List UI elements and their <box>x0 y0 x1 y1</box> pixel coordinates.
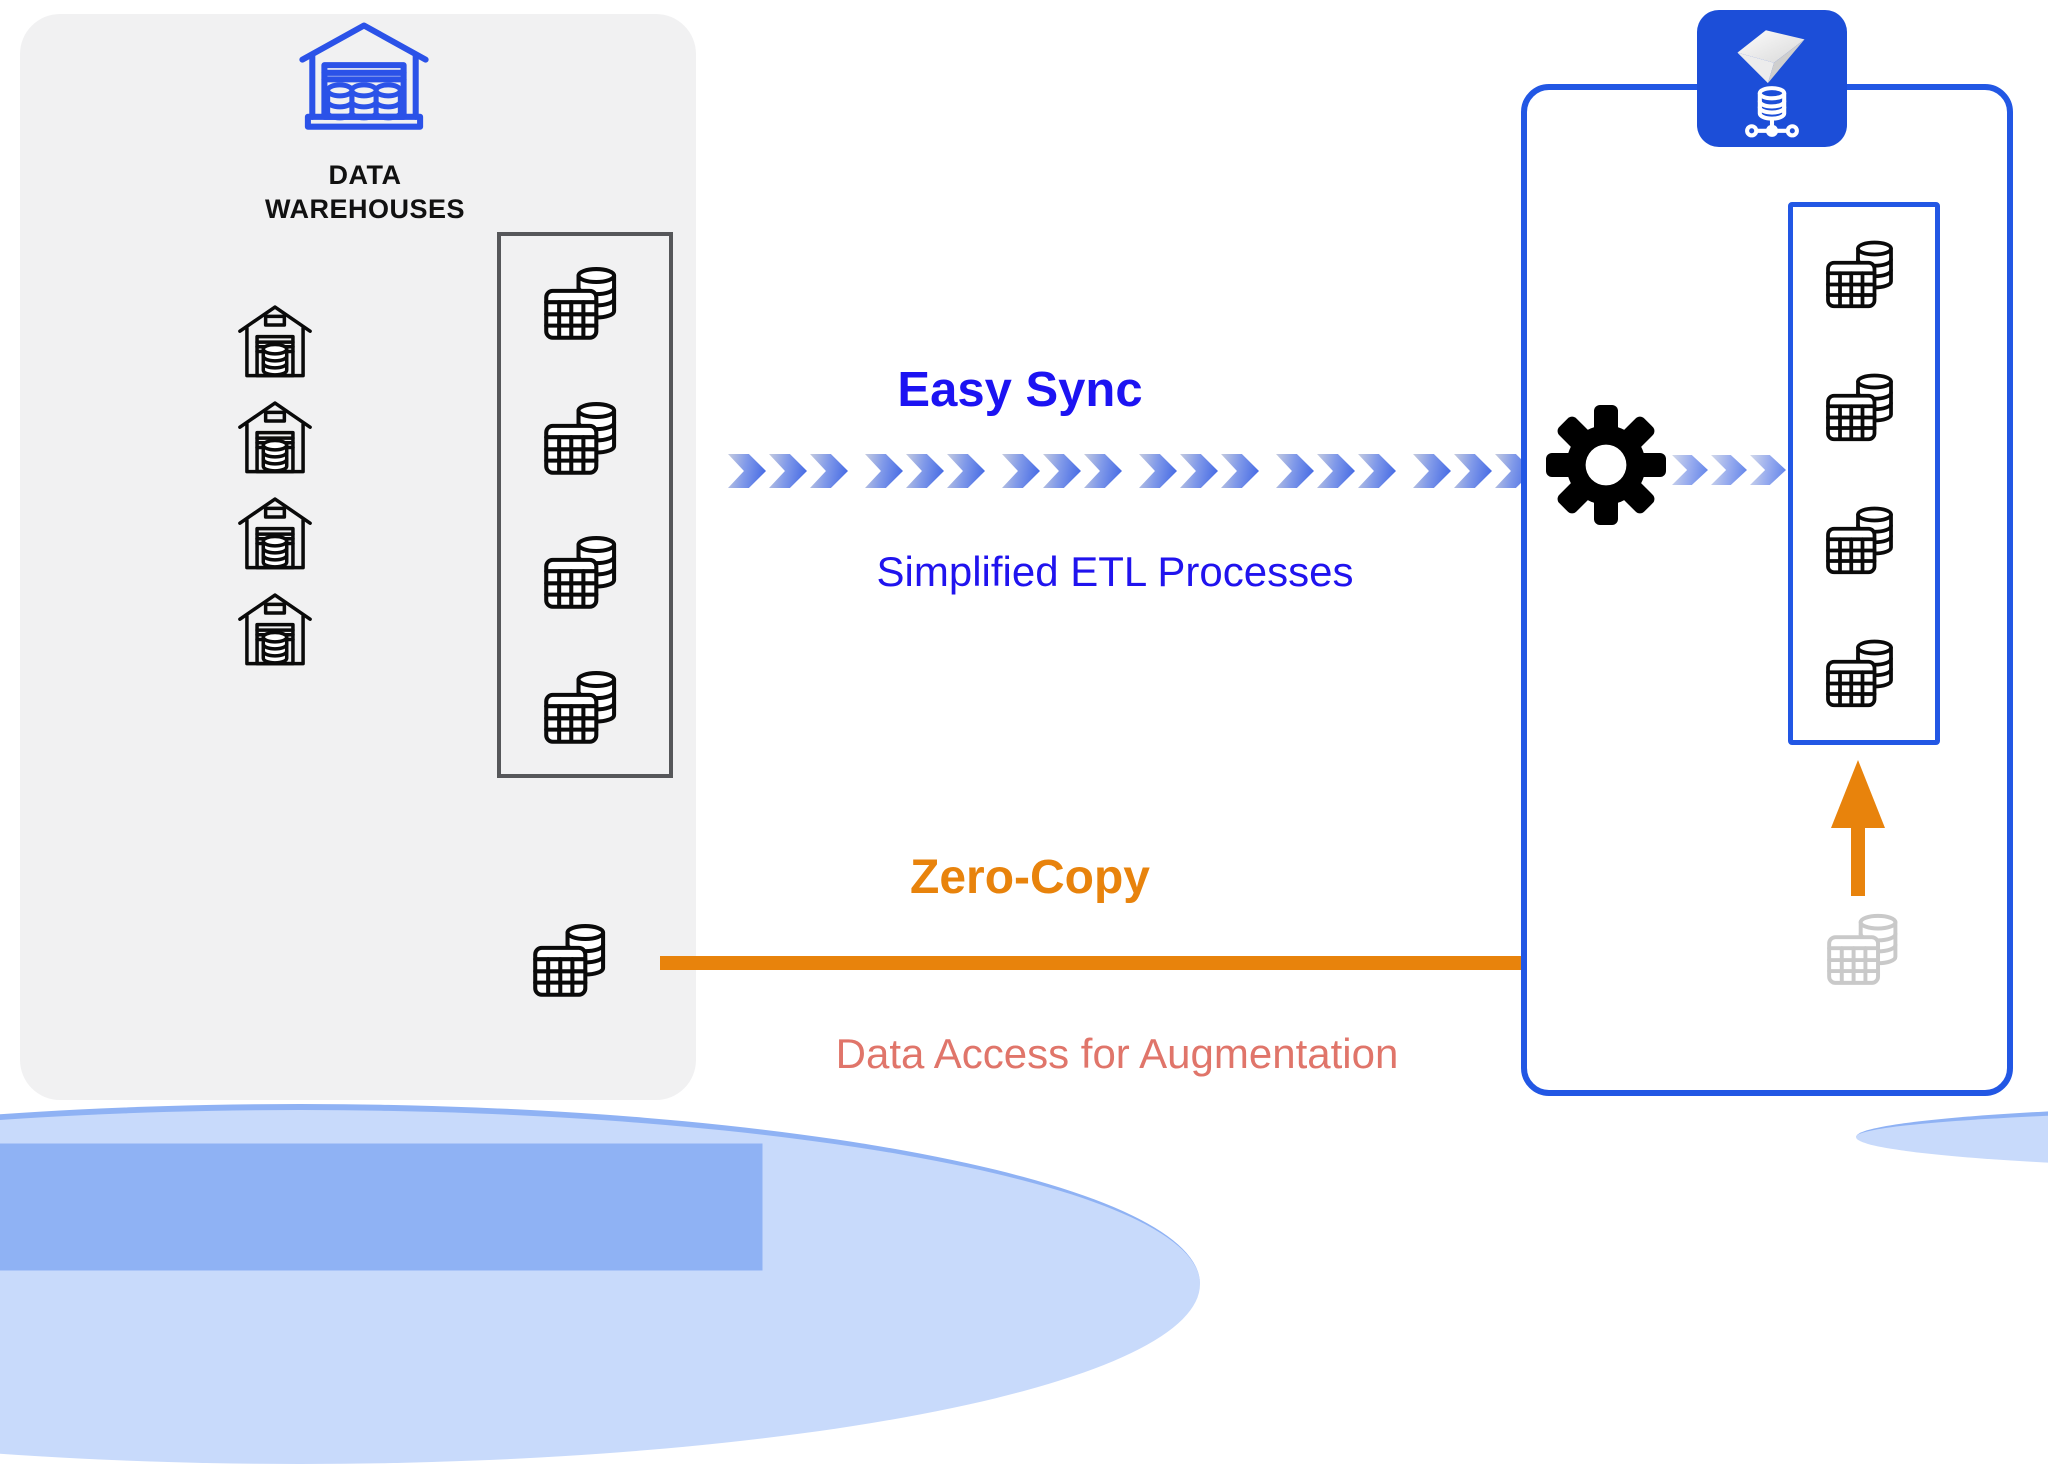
synced-tables-box <box>1788 202 1940 745</box>
gem-database-app-icon <box>1697 10 1847 147</box>
augmentation-up-arrow <box>1851 826 1865 896</box>
panel-title-line1: DATA <box>328 160 402 190</box>
simplified-etl-label: Simplified ETL Processes <box>876 548 1354 595</box>
panel-title-line2: WAREHOUSES <box>264 194 466 224</box>
table-database-icon <box>543 669 627 745</box>
table-database-icon <box>543 534 627 610</box>
table-database-icon <box>543 265 627 341</box>
panel-title: DATA WAREHOUSES <box>150 158 580 226</box>
table-database-icon <box>1825 238 1903 310</box>
warehouse-icon <box>236 300 314 378</box>
table-database-icon <box>1825 504 1903 576</box>
gear-to-tables-dashed-arrow <box>1672 455 1786 485</box>
table-database-icon <box>1825 637 1903 709</box>
table-database-icon <box>543 400 627 476</box>
zero-copy-arrow <box>660 956 1742 970</box>
gear-icon <box>1546 404 1666 526</box>
database-network-icon <box>1745 85 1799 137</box>
easy-sync-dashed-arrow <box>728 454 1533 488</box>
warehouse-icon <box>236 588 314 666</box>
bottom-swoosh-right <box>1856 1102 2048 1172</box>
data-warehouse-building-icon <box>298 16 430 134</box>
staged-tables-box <box>497 232 673 778</box>
zero-copy-label: Zero-Copy <box>910 851 1150 904</box>
warehouse-icon <box>236 492 314 570</box>
data-access-label: Data Access for Augmentation <box>835 1030 1399 1077</box>
gem-icon <box>1737 29 1805 83</box>
bottom-swoosh-left <box>0 1104 1200 1464</box>
warehouse-icon-list <box>236 300 316 666</box>
data-warehouses-panel: DATA WAREHOUSES <box>20 14 696 1100</box>
faded-table-database-icon <box>1826 910 1908 988</box>
zero-copy-source-table-icon <box>532 922 616 998</box>
easy-sync-label: Easy Sync <box>897 363 1143 417</box>
warehouse-icon <box>236 396 314 474</box>
table-database-icon <box>1825 371 1903 443</box>
